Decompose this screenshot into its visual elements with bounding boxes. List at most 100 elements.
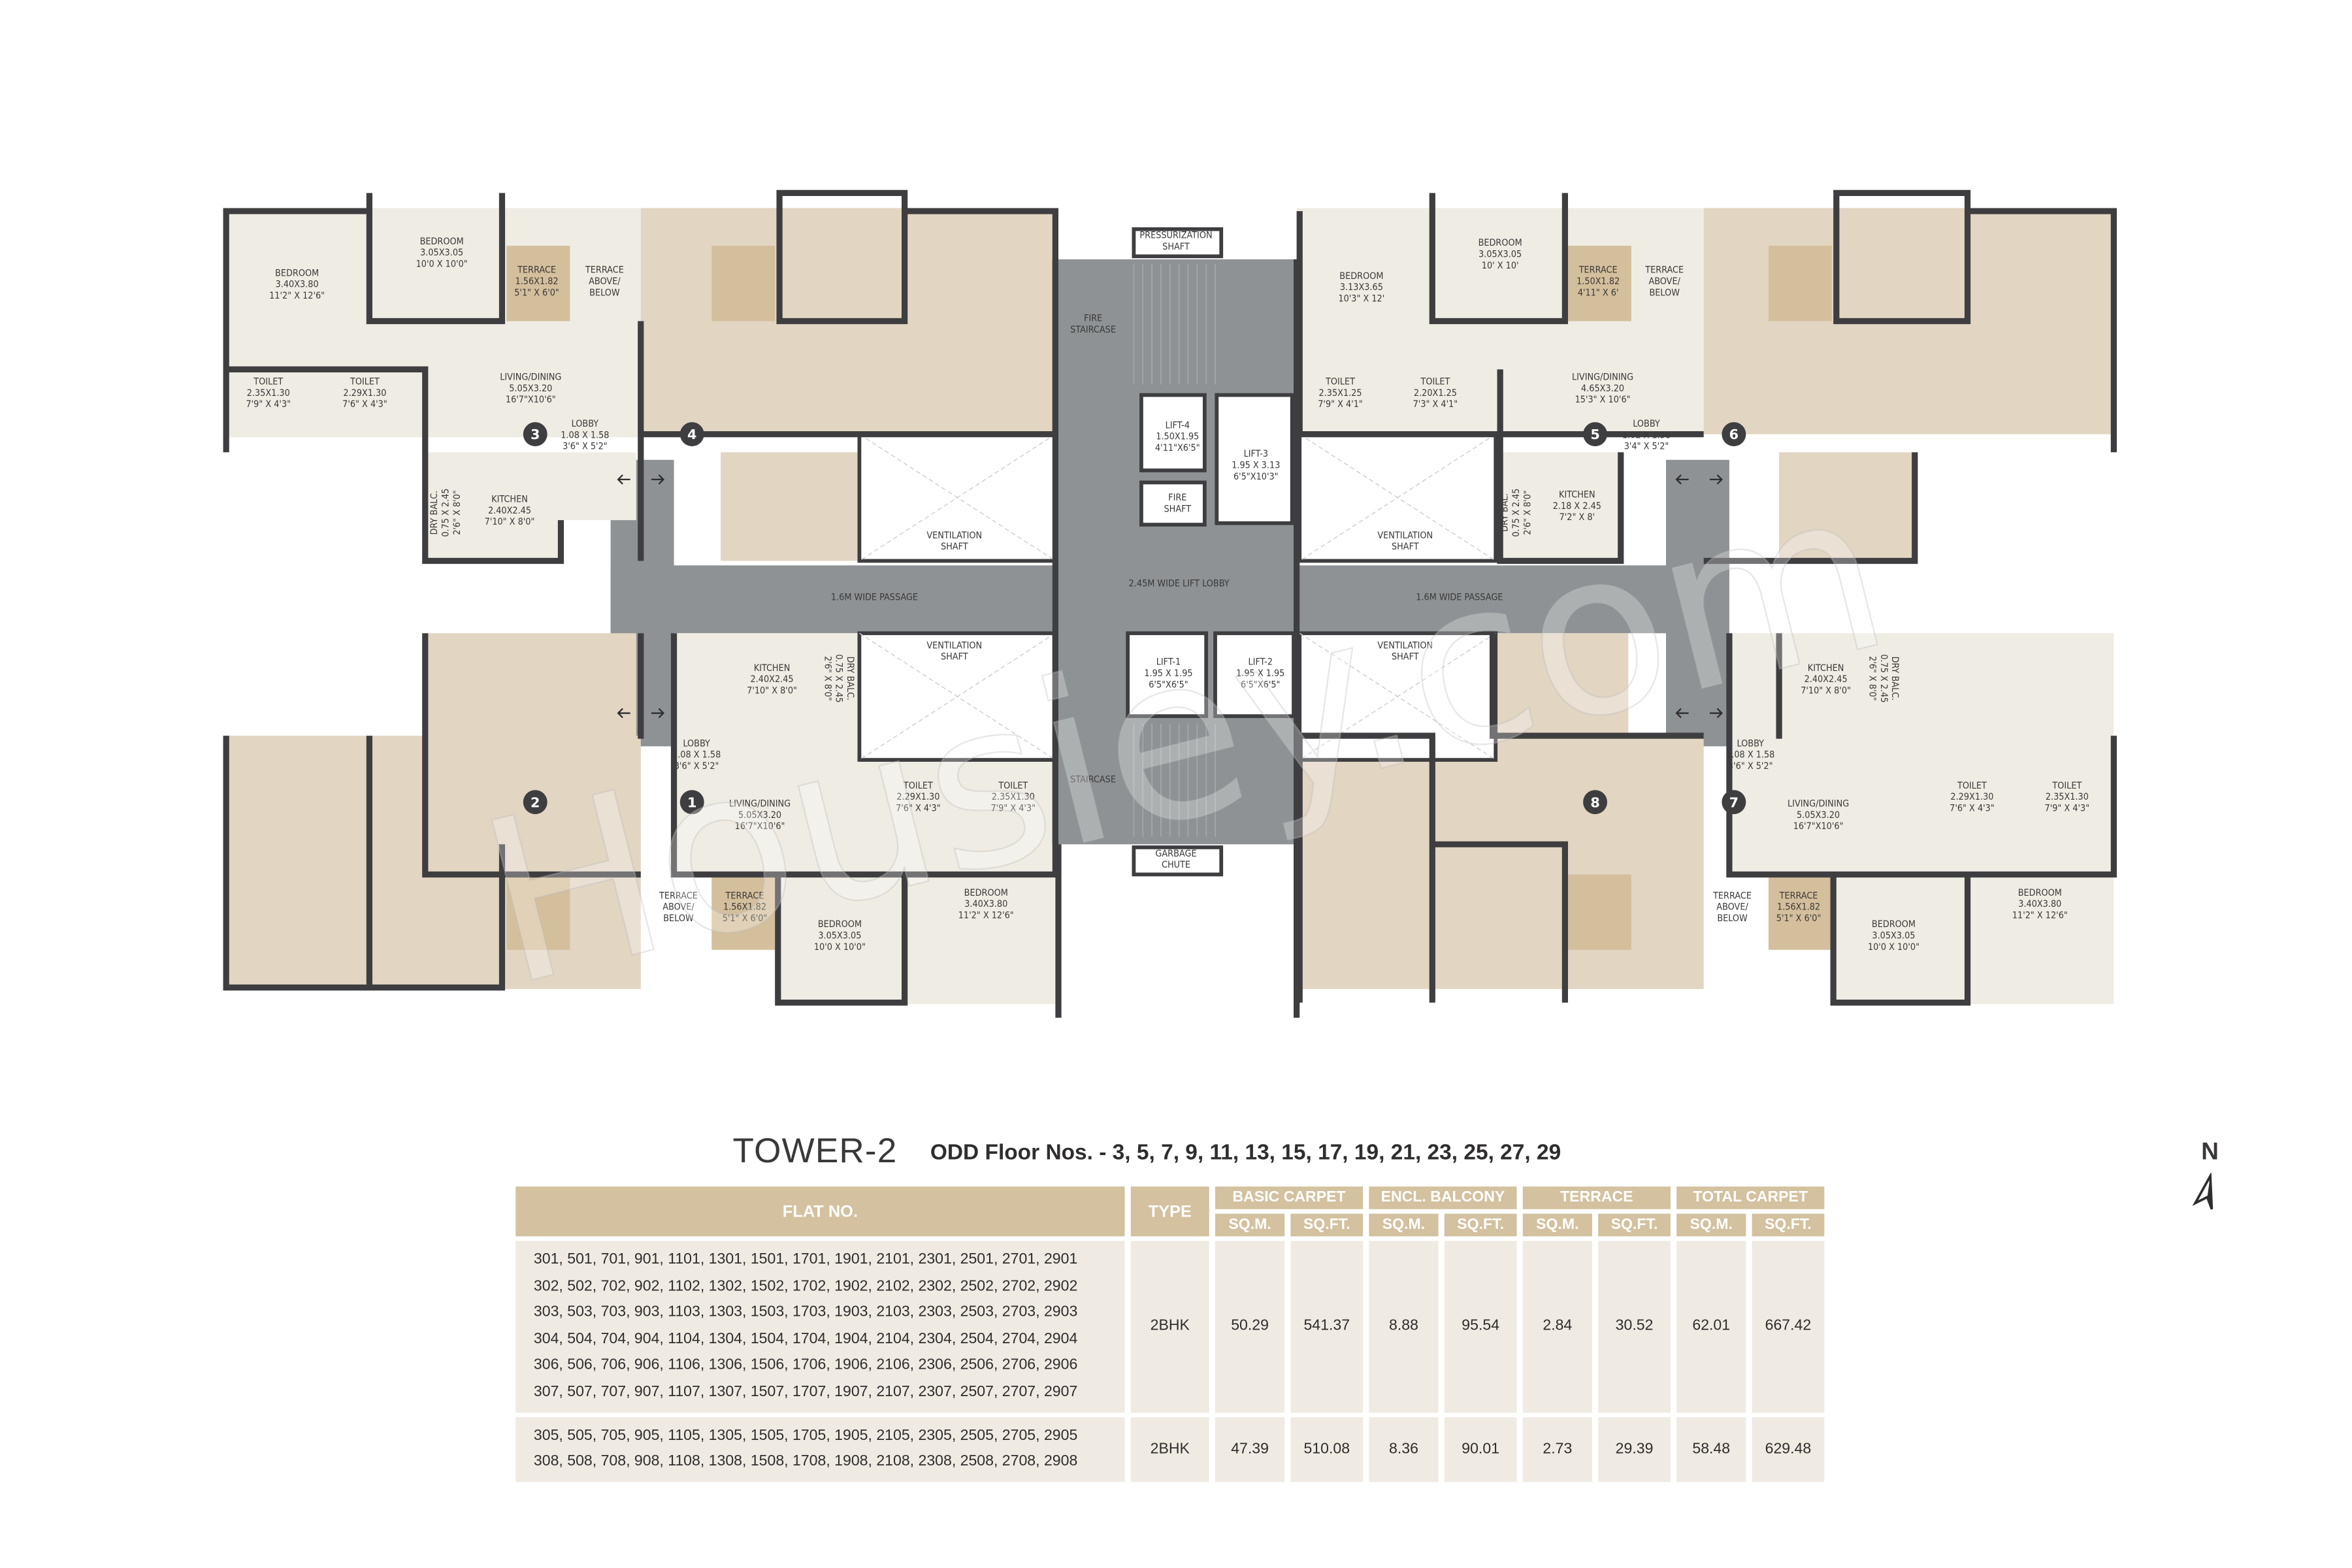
room-label-line: TERRACE bbox=[1578, 265, 1618, 276]
wall bbox=[223, 193, 644, 564]
room-label-line: LIVING/DINING bbox=[1572, 372, 1633, 383]
arrow-right-icon bbox=[651, 708, 665, 719]
subheader-sqft: SQ.FT. bbox=[1444, 1213, 1517, 1237]
room-label-line: TOILET bbox=[1325, 376, 1355, 387]
flat-number-badge: 4 bbox=[679, 422, 704, 447]
room-label-line: 3.05X3.05 bbox=[818, 931, 861, 941]
room-label-line: 0.75 X 2.45 bbox=[834, 654, 844, 702]
room-label-line: 3.05X3.05 bbox=[1478, 249, 1522, 259]
header-type: TYPE bbox=[1130, 1186, 1209, 1237]
terrace-area bbox=[1568, 874, 1631, 950]
room-label-line: TOILET bbox=[350, 376, 380, 387]
north-label: N bbox=[2201, 1139, 2219, 1166]
room-label-line: STAIRCASE bbox=[1070, 325, 1116, 335]
room-label-line: 3'6" X 5'2" bbox=[1728, 761, 1773, 772]
flat-numbers-cell: 305, 505, 705, 905, 1105, 1305, 1505, 17… bbox=[515, 1416, 1125, 1482]
room-label-line: BEDROOM bbox=[818, 919, 862, 930]
subheader-sqm: SQ.M. bbox=[1522, 1213, 1592, 1237]
room-label-line: 0.75 X 2.45 bbox=[1878, 654, 1889, 702]
header-total-carpet: TOTAL CARPET bbox=[1676, 1186, 1825, 1209]
room-label-line: 3.13X3.65 bbox=[1340, 282, 1383, 293]
table-row: 301, 501, 701, 901, 1101, 1301, 1501, 17… bbox=[515, 1241, 1825, 1413]
area-value-cell: 541.37 bbox=[1290, 1241, 1364, 1413]
room-label-line: 7'6" X 4'3" bbox=[1950, 804, 1995, 814]
room-label-line: 5'1" X 6'0" bbox=[723, 913, 768, 924]
room-label-line: 2.20X1.25 bbox=[1414, 388, 1457, 399]
room-label-line: 1.56X1.82 bbox=[515, 276, 559, 287]
room-label: DRY BALC.0.75 X 2.452'6" X 8'0" bbox=[822, 654, 855, 702]
room-label-line: BEDROOM bbox=[1339, 271, 1383, 282]
room-label-line: 2.29X1.30 bbox=[1950, 792, 1993, 802]
room-label-line: 7'3" X 4'1" bbox=[1413, 399, 1458, 410]
room-label-line: 16'7"X10'6" bbox=[1793, 821, 1844, 832]
room-label-line: BEDROOM bbox=[420, 237, 464, 247]
area-value-cell: 58.48 bbox=[1676, 1416, 1746, 1482]
area-value-cell: 62.01 bbox=[1676, 1241, 1746, 1413]
room-label-line: 4'11"X6'5" bbox=[1155, 443, 1200, 453]
arrow-left-icon bbox=[1675, 474, 1689, 485]
room-label-line: DRY BAL. bbox=[1500, 493, 1511, 532]
flat-numbers-line: 307, 507, 707, 907, 1107, 1307, 1507, 17… bbox=[533, 1384, 1078, 1401]
arrow-left-icon bbox=[1675, 708, 1689, 719]
room-label-line: 0.75 X 2.45 bbox=[441, 488, 451, 536]
room-label-line: 2.29X1.30 bbox=[343, 388, 386, 399]
room-label-line: 5.05X3.20 bbox=[738, 810, 781, 821]
room-label-line: BELOW bbox=[663, 913, 694, 924]
room-label-line: BELOW bbox=[1649, 287, 1680, 298]
flat-1-bedrooms-area bbox=[777, 871, 1056, 1004]
room-label-line: DRY BALC. bbox=[845, 657, 855, 701]
table-row: 305, 505, 705, 905, 1105, 1305, 1505, 17… bbox=[515, 1416, 1825, 1482]
room-label-line: ABOVE/ bbox=[1716, 902, 1748, 913]
room-label-line: TERRACE bbox=[585, 265, 624, 276]
area-value-cell: 2.73 bbox=[1522, 1416, 1592, 1482]
lift-core-area bbox=[1055, 259, 1297, 845]
room-label: LIFT-21.95 X 1.956'5"X6'5" bbox=[1236, 657, 1284, 691]
room-label-line: 2.40X2.45 bbox=[488, 506, 531, 516]
subheader-sqft: SQ.FT. bbox=[1598, 1213, 1671, 1237]
subheader-sqm: SQ.M. bbox=[1676, 1213, 1746, 1237]
room-label-line: 2'6" X 8'0" bbox=[1867, 656, 1878, 701]
flat-4-kitchen-area bbox=[721, 452, 860, 561]
flat-7-bedrooms-area bbox=[1833, 871, 2114, 1004]
room-label-line: 3'6" X 5'2" bbox=[674, 761, 719, 772]
svg-text:3: 3 bbox=[531, 427, 540, 442]
terrace-area bbox=[506, 246, 570, 321]
type-cell: 2BHK bbox=[1130, 1416, 1209, 1482]
room-label-line: 3.40X3.80 bbox=[276, 280, 319, 290]
room-label: 1.6M WIDE PASSAGE bbox=[1416, 592, 1503, 602]
shaft-or-lift bbox=[1132, 845, 1224, 877]
room-label-line: SHAFT bbox=[941, 652, 968, 662]
room-label-line: BEDROOM bbox=[964, 888, 1008, 898]
room-label-line: 16'7"X10'6" bbox=[506, 395, 556, 405]
room-label-line: SHAFT bbox=[1162, 242, 1190, 252]
room-label-line: 7'10" X 8'0" bbox=[1801, 686, 1851, 696]
room-label-line: 7'6" X 4'3" bbox=[342, 399, 387, 410]
room-label-line: LIFT-2 bbox=[1249, 657, 1273, 668]
room-label-line: KITCHEN bbox=[754, 663, 791, 674]
room-label-line: 2'6" X 8'0" bbox=[822, 656, 832, 701]
room-label-line: 2.35X1.30 bbox=[2046, 792, 2089, 802]
terrace-area bbox=[711, 246, 776, 321]
room-label-line: TERRACE bbox=[1644, 265, 1684, 276]
flat-number-badge: 3 bbox=[523, 422, 547, 447]
room-label-line: STAIRCASE bbox=[1070, 775, 1116, 785]
room-label-line: 5.05X3.20 bbox=[1797, 810, 1840, 821]
area-value-cell: 29.39 bbox=[1598, 1416, 1671, 1482]
room-label-line: BELOW bbox=[1717, 913, 1748, 924]
shaft-or-lift bbox=[1215, 393, 1294, 525]
arrow-right-icon bbox=[1709, 474, 1723, 485]
flat-numbers-line: 308, 508, 708, 908, 1108, 1308, 1508, 17… bbox=[533, 1453, 1078, 1471]
